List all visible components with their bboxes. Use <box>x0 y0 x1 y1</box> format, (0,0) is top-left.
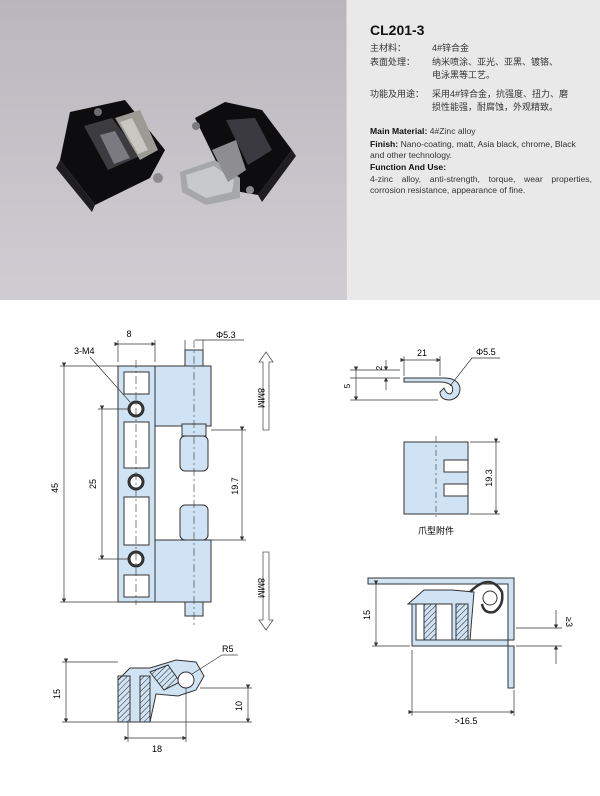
dim-8mm-bottom-label: 8MM <box>256 578 266 598</box>
claw-side-profile <box>403 377 461 401</box>
dim-21-label: 21 <box>417 348 427 358</box>
dim-gt16-5-label: >16.5 <box>455 716 478 726</box>
en-material-label: Main Material: <box>370 126 428 136</box>
dim-19-3-label: 19.3 <box>484 469 494 487</box>
dim-15-right-label: 15 <box>362 610 372 620</box>
cn-finish-row-2: 电泳黑等工艺。 <box>370 69 495 81</box>
cn-finish-label: 表面处理： <box>370 57 416 67</box>
cn-use-line2: 损性能强，耐腐蚀，外观精致。 <box>432 102 559 112</box>
cn-finish-row: 表面处理： 纳米喷涂、亚光、亚黑、镀铬、 <box>370 56 558 68</box>
dim-8mm-top-label: 8MM <box>256 388 266 408</box>
section-view-left <box>117 659 205 723</box>
dim-ge3-label: ≥3 <box>564 617 574 627</box>
cn-finish-line2: 电泳黑等工艺。 <box>432 70 496 80</box>
dim-2-label: 2 <box>375 365 384 370</box>
en-use-heading: Function And Use: <box>370 162 592 173</box>
cn-material-label: 主材料： <box>370 43 407 53</box>
knuckle-top <box>154 365 212 427</box>
dim-19-7-label: 19.7 <box>230 477 240 495</box>
hinge-photo-illustration <box>56 100 296 212</box>
claw-front-view <box>403 436 469 520</box>
cn-material-value: 4#锌合金 <box>432 43 470 53</box>
dim-8-label: 8 <box>126 329 131 339</box>
cn-use-label: 功能及用途： <box>370 89 425 99</box>
hinge-right-image <box>180 102 296 205</box>
dim-3m4-label: 3-M4 <box>74 346 95 356</box>
assembly-section <box>367 577 515 689</box>
en-finish-label: Finish: <box>370 139 399 149</box>
product-photo <box>0 0 346 300</box>
arrow-down-8mm <box>258 551 274 631</box>
cn-material-row: 主材料： 4#锌合金 <box>370 42 469 54</box>
dim-phi55-label: Φ5.5 <box>476 347 496 357</box>
arrow-up-8mm <box>258 351 274 431</box>
cn-use-line1: 采用4#锌合金，抗强度、扭力、磨 <box>432 89 569 99</box>
drawing-canvas: 8 Φ5.3 3-M4 45 25 19.7 8MM 8MM 15 10 18 … <box>50 329 574 754</box>
dim-45-label: 45 <box>50 483 60 493</box>
dim-15-left-label: 15 <box>52 689 62 699</box>
model-number: CL201-3 <box>370 22 425 38</box>
front-view <box>117 340 212 625</box>
dim-25-label: 25 <box>88 479 98 489</box>
knuckle-bottom <box>154 539 212 603</box>
dim-18-label: 18 <box>152 744 162 754</box>
en-use-value: 4-zinc alloy, anti-strength, torque, wea… <box>370 174 592 195</box>
en-use-label: Function And Use: <box>370 162 447 172</box>
dim-5-label: 5 <box>343 383 352 388</box>
hinge-left-image <box>56 100 165 212</box>
spec-panel <box>346 0 600 300</box>
dim-r5-label: R5 <box>222 644 234 654</box>
technical-drawings: 8 Φ5.3 3-M4 45 25 19.7 8MM 8MM 15 10 18 … <box>0 300 600 791</box>
en-material-value: 4#Zinc alloy <box>429 126 476 136</box>
cn-use-row-2: 损性能强，耐腐蚀，外观精致。 <box>370 101 558 113</box>
dim-10-label: 10 <box>234 701 244 711</box>
cn-finish-line1: 纳米喷涂、亚光、亚黑、镀铬、 <box>432 57 559 67</box>
claw-caption: 爪型附件 <box>418 525 454 536</box>
en-finish-value: Nano-coating, matt, Asia black, chrome, … <box>370 139 576 160</box>
en-material: Main Material: 4#Zinc alloy <box>370 126 592 137</box>
en-finish: Finish: Nano-coating, matt, Asia black, … <box>370 139 592 161</box>
cn-use-row: 功能及用途： 采用4#锌合金，抗强度、扭力、磨 <box>370 88 568 100</box>
dim-phi53-label: Φ5.3 <box>216 330 236 340</box>
